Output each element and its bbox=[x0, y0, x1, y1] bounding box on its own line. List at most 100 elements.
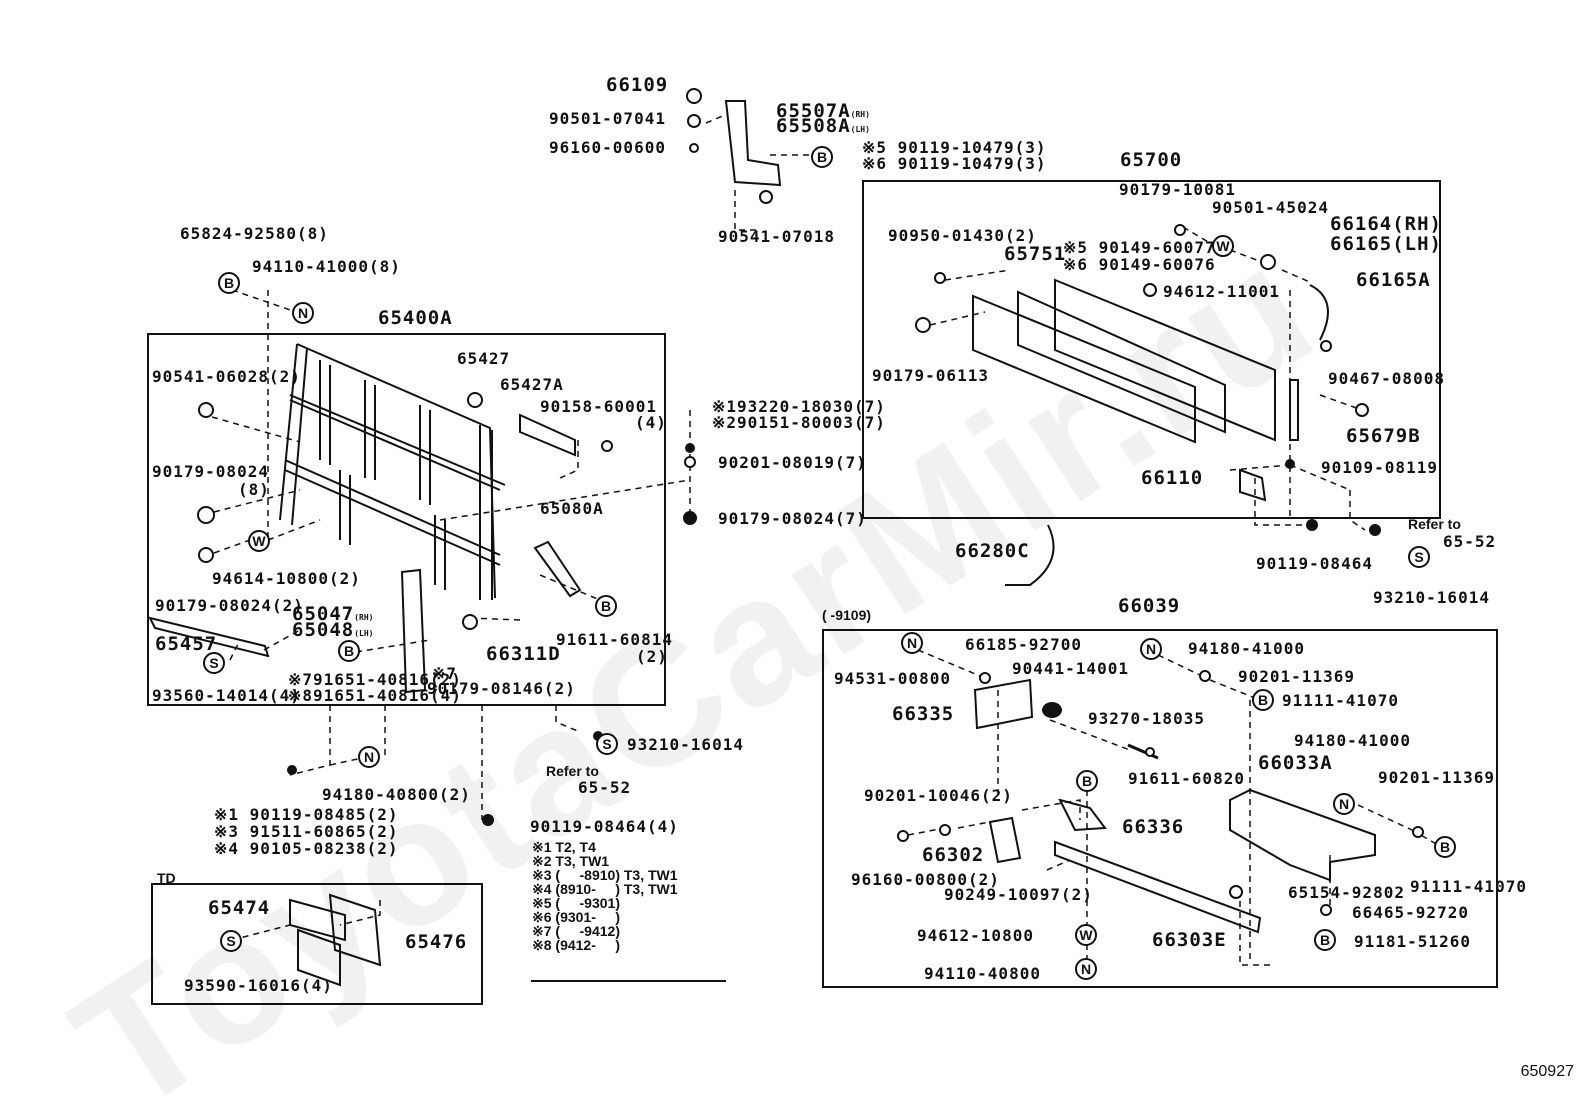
part-label[interactable]: 90179-08024 bbox=[152, 462, 269, 481]
part-label[interactable]: ※791651-40816(2) bbox=[288, 670, 462, 689]
part-label[interactable]: 90179-08146(2) bbox=[427, 679, 576, 698]
part-label[interactable]: 90950-01430(2) bbox=[888, 226, 1037, 245]
refer-to-page[interactable]: 65-52 bbox=[578, 778, 632, 797]
part-label[interactable]: 90201-11369 bbox=[1238, 667, 1355, 686]
part-label[interactable]: 90541-06028(2) bbox=[152, 367, 301, 386]
legend-item: ※5 ( -9301) bbox=[532, 895, 620, 911]
part-label[interactable]: 66110 bbox=[1141, 467, 1204, 489]
part-label[interactable]: 93270-18035 bbox=[1088, 709, 1205, 728]
part-label[interactable]: 94180-41000 bbox=[1294, 731, 1411, 750]
part-label[interactable]: 66311D bbox=[486, 643, 561, 665]
part-label[interactable]: 66164(RH) bbox=[1330, 213, 1442, 235]
part-label[interactable]: 66335 bbox=[892, 703, 955, 725]
refer-to-page[interactable]: 65-52 bbox=[1443, 532, 1497, 551]
part-label[interactable]: 66303E bbox=[1152, 929, 1227, 951]
part-label[interactable]: 66109 bbox=[606, 74, 669, 96]
part-label[interactable]: 66165(LH) bbox=[1330, 233, 1442, 255]
part-label[interactable]: 90467-08008 bbox=[1328, 369, 1445, 388]
part-label[interactable]: 90179-08024(7) bbox=[718, 509, 867, 528]
bolt-symbol-icon: B bbox=[595, 595, 617, 617]
group-label-65700: 65700 bbox=[1120, 149, 1183, 171]
part-label[interactable]: 90109-08119 bbox=[1321, 458, 1438, 477]
part-label[interactable]: ※290151-80003(7) bbox=[712, 413, 886, 432]
screw-symbol-icon: S bbox=[220, 930, 242, 952]
part-label[interactable]: 94614-10800(2) bbox=[212, 569, 361, 588]
part-label[interactable]: 90119-08464(4) bbox=[530, 817, 679, 836]
part-label[interactable]: ※4 90105-08238(2) bbox=[214, 839, 399, 858]
part-label[interactable]: 65508A(LH) bbox=[776, 115, 870, 137]
part-label[interactable]: 66465-92720 bbox=[1352, 903, 1469, 922]
part-label[interactable]: 65154-92802 bbox=[1288, 883, 1405, 902]
part-label[interactable]: (8) bbox=[238, 480, 270, 499]
part-label[interactable]: 90119-08464 bbox=[1256, 554, 1373, 573]
part-label[interactable]: 93210-16014 bbox=[1373, 588, 1490, 607]
part-label[interactable]: 65507A(RH) bbox=[776, 100, 870, 122]
tailgate-group-frame bbox=[862, 180, 1441, 519]
part-label[interactable]: 96160-00600 bbox=[549, 138, 666, 157]
part-label[interactable]: 65824-92580(8) bbox=[180, 224, 329, 243]
part-label[interactable]: 94110-41000(8) bbox=[252, 257, 401, 276]
part-label[interactable]: ※5 90119-10479(3) bbox=[862, 138, 1047, 157]
part-label[interactable]: 65080A bbox=[540, 499, 604, 518]
screw-symbol-icon: S bbox=[596, 733, 618, 755]
part-label[interactable]: ※193220-18030(7) bbox=[712, 397, 886, 416]
legend-item: ※8 (9412- ) bbox=[532, 937, 620, 953]
part-label[interactable]: 94180-40800(2) bbox=[322, 785, 471, 804]
part-label[interactable]: 91611-60814 bbox=[556, 630, 673, 649]
part-label[interactable]: 65751 bbox=[1004, 243, 1067, 265]
part-label[interactable]: 66280C bbox=[955, 540, 1030, 562]
part-label[interactable]: ※6 90119-10479(3) bbox=[862, 154, 1047, 173]
part-label[interactable]: ※5 90149-60077 bbox=[1063, 238, 1216, 257]
part-label[interactable]: 65427A bbox=[500, 375, 564, 394]
part-label[interactable]: 91111-41070 bbox=[1282, 691, 1399, 710]
part-label[interactable]: 93210-16014 bbox=[627, 735, 744, 754]
part-label[interactable]: ※3 91511-60865(2) bbox=[214, 822, 399, 841]
part-label[interactable]: 96160-00800(2) bbox=[851, 870, 1000, 889]
part-label[interactable]: 90158-60001 bbox=[540, 397, 657, 416]
part-label[interactable]: 94531-00800 bbox=[834, 669, 951, 688]
part-label[interactable]: ※7 bbox=[432, 664, 458, 683]
part-label[interactable]: 90179-08024(2) bbox=[155, 596, 304, 615]
part-label[interactable]: 90501-45024 bbox=[1212, 198, 1329, 217]
part-label[interactable]: (4) bbox=[635, 413, 667, 432]
part-label[interactable]: 91181-51260 bbox=[1354, 932, 1471, 951]
part-label[interactable]: 65476 bbox=[405, 931, 468, 953]
part-label[interactable]: 90179-10081 bbox=[1119, 180, 1236, 199]
part-label[interactable]: 93590-16016(4) bbox=[184, 976, 333, 995]
part-label[interactable]: 65679B bbox=[1346, 425, 1421, 447]
part-label[interactable]: 65457 bbox=[155, 633, 218, 655]
part-label[interactable]: 91611-60820 bbox=[1128, 769, 1245, 788]
part-label[interactable]: 90201-10046(2) bbox=[864, 786, 1013, 805]
bolt-symbol-icon: B bbox=[1076, 770, 1098, 792]
part-label[interactable]: ※6 90149-60076 bbox=[1063, 255, 1216, 274]
part-label[interactable]: 90441-14001 bbox=[1012, 659, 1129, 678]
part-label[interactable]: ※891651-40816(4) bbox=[288, 686, 462, 705]
part-label[interactable]: 66302 bbox=[922, 844, 985, 866]
part-label[interactable]: 93560-14014(4) bbox=[152, 686, 301, 705]
part-label[interactable]: 91111-41070 bbox=[1410, 877, 1527, 896]
part-label[interactable]: 90541-07018 bbox=[718, 227, 835, 246]
part-label[interactable]: 66165A bbox=[1356, 269, 1431, 291]
part-label[interactable]: (2) bbox=[636, 647, 668, 666]
nut-symbol-icon: N bbox=[1075, 958, 1097, 980]
part-label[interactable]: 90201-08019(7) bbox=[718, 453, 867, 472]
part-label[interactable]: 94180-41000 bbox=[1188, 639, 1305, 658]
part-label[interactable]: 90201-11369 bbox=[1378, 768, 1495, 787]
part-label[interactable]: 65048(LH) bbox=[292, 619, 374, 641]
part-label[interactable]: 94612-10800 bbox=[917, 926, 1034, 945]
part-label[interactable]: 65047(RH) bbox=[292, 603, 374, 625]
part-label[interactable]: 66033A bbox=[1258, 752, 1333, 774]
spring-graphic bbox=[1042, 702, 1062, 718]
part-label[interactable]: 94110-40800 bbox=[924, 964, 1041, 983]
part-label[interactable]: 94612-11001 bbox=[1163, 282, 1280, 301]
part-label[interactable]: 90179-06113 bbox=[872, 366, 989, 385]
part-label[interactable]: 66185-92700 bbox=[965, 635, 1082, 654]
part-label[interactable]: 90501-07041 bbox=[549, 109, 666, 128]
part-label[interactable]: 66336 bbox=[1122, 816, 1185, 838]
refer-to-note: Refer to bbox=[546, 763, 599, 779]
part-label[interactable]: 90249-10097(2) bbox=[944, 885, 1093, 904]
bolt-symbol-icon: B bbox=[811, 146, 833, 168]
part-label[interactable]: 65474 bbox=[208, 897, 271, 919]
part-label[interactable]: 65427 bbox=[457, 349, 511, 368]
part-label[interactable]: ※1 90119-08485(2) bbox=[214, 805, 399, 824]
